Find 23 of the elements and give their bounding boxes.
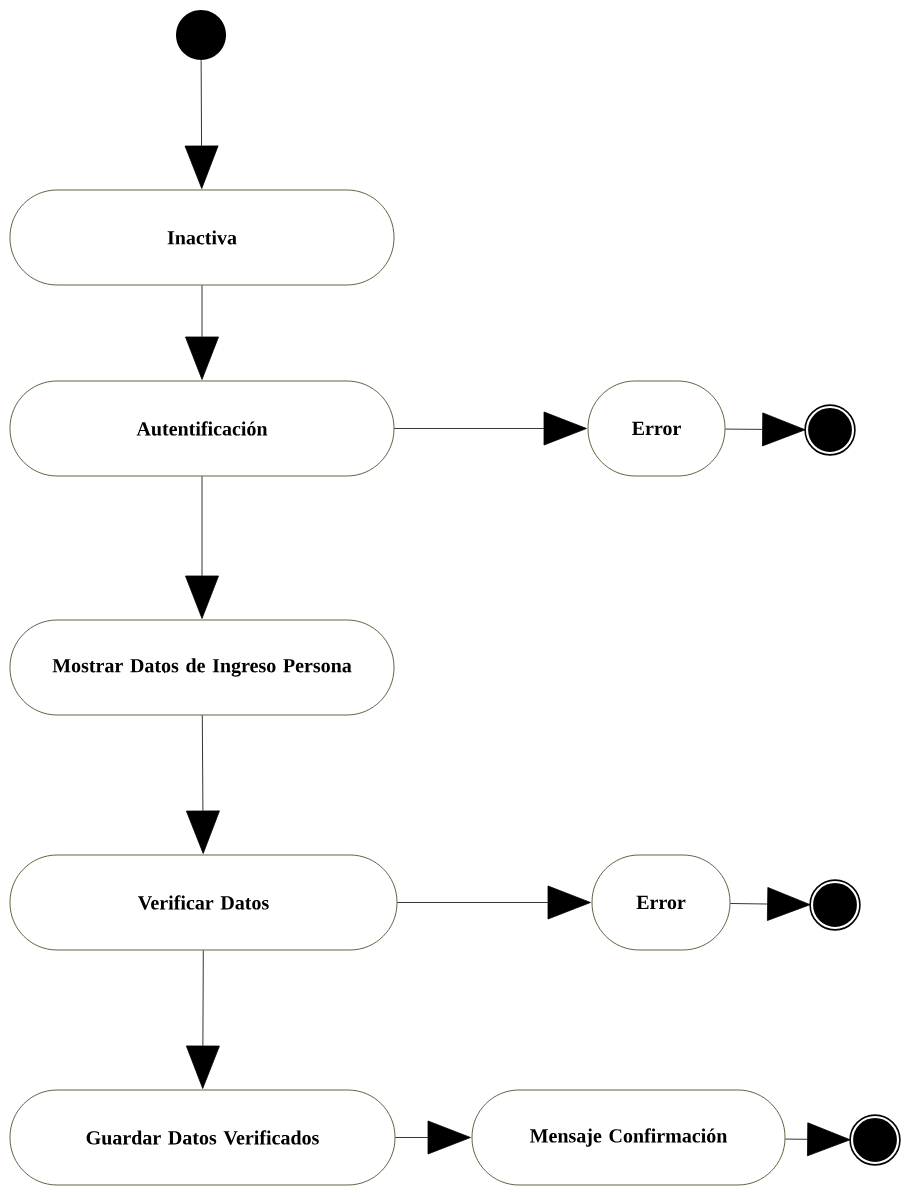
arrow: [394, 411, 587, 446]
end-node: [849, 1114, 901, 1166]
activity-box: Error: [591, 854, 731, 951]
arrow: [785, 1122, 851, 1157]
arrow: [185, 285, 219, 380]
arrow: [186, 715, 220, 854]
arrow: [730, 887, 811, 921]
arrow: [397, 885, 591, 920]
arrow: [395, 1120, 471, 1155]
activity-box: Verificar Datos: [9, 854, 398, 951]
end-node: [804, 404, 856, 456]
arrow: [185, 950, 220, 1089]
activity-box: Mensaje Confirmación: [471, 1089, 786, 1186]
activity-box: Inactiva: [9, 189, 395, 286]
arrow: [185, 476, 219, 619]
activity-box: Error: [587, 380, 726, 477]
activity-box: Autentificación: [9, 380, 395, 477]
arrow: [184, 59, 219, 189]
start-node: [176, 10, 226, 60]
end-node: [809, 879, 861, 931]
arrow: [725, 412, 806, 447]
activity-box: Guardar Datos Verificados: [9, 1089, 396, 1186]
activity-box: Mostrar Datos de Ingreso Persona: [9, 619, 395, 716]
